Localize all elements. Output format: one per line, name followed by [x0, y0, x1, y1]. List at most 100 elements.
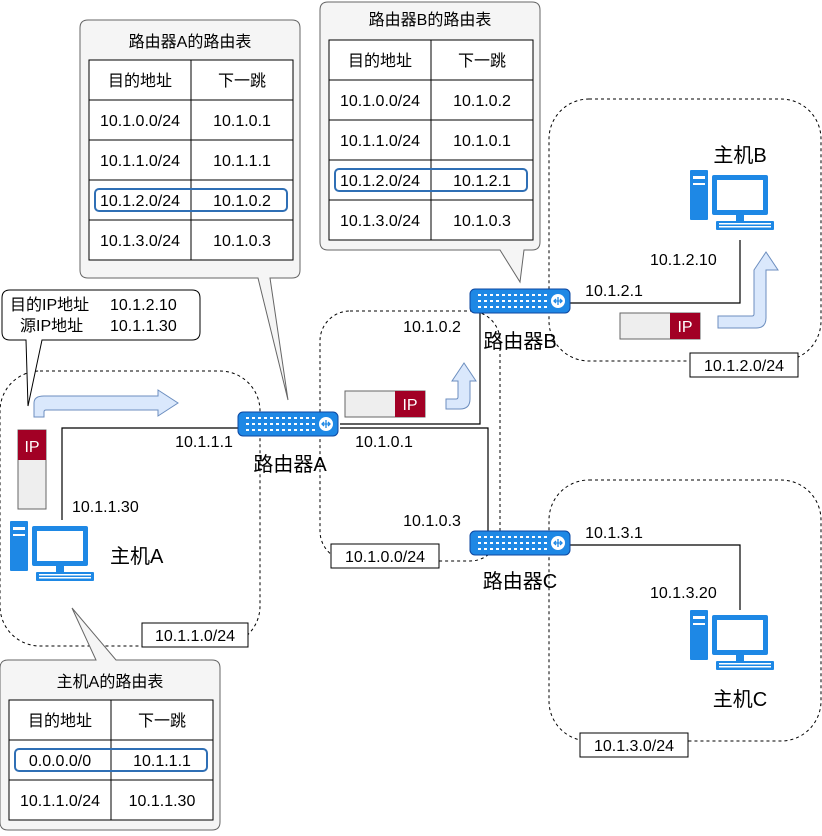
- flow-arrow-up-icon: [445, 362, 477, 410]
- router-b-ip-lan: 10.1.2.1: [585, 283, 643, 300]
- network-label-core: 10.1.0.0/24: [330, 543, 440, 569]
- svg-text:IP: IP: [677, 319, 692, 336]
- table-cell: 10.1.1.0/24: [340, 133, 420, 150]
- svg-text:IP: IP: [24, 439, 39, 456]
- svg-text:10.1.1.0/24: 10.1.1.0/24: [155, 628, 235, 645]
- table-cell: 10.1.0.3: [453, 213, 511, 230]
- svg-text:目的IP地址: 目的IP地址: [10, 296, 89, 314]
- svg-text:10.1.2.0/24: 10.1.2.0/24: [704, 358, 784, 375]
- table-cell: 10.1.1.0/24: [20, 793, 100, 810]
- highlight-route-box: [14, 748, 208, 772]
- svg-text:10.1.0.0/24: 10.1.0.0/24: [345, 549, 425, 566]
- flow-arrow-up-icon: [717, 251, 779, 329]
- table-cell: 10.1.0.0/24: [100, 113, 180, 130]
- router-b[interactable]: 路由器B: [469, 288, 571, 353]
- link-router-c-host-c: [570, 544, 741, 610]
- table-cell: 10.1.1.30: [129, 793, 196, 810]
- table-cell: 10.1.2.1: [453, 173, 511, 190]
- table-row: 10.1.1.0/24 10.1.0.1: [340, 133, 511, 150]
- router-icon: [469, 530, 571, 556]
- host-c[interactable]: 主机C: [690, 610, 774, 711]
- table-cell: 10.1.1.1: [133, 753, 191, 770]
- router-b-label: 路由器B: [483, 330, 556, 353]
- router-b-ip-core: 10.1.0.2: [403, 319, 461, 336]
- network-area-b: [548, 98, 822, 362]
- network-area-a: [0, 370, 261, 647]
- table-cell: 目的地址: [108, 72, 172, 90]
- host-b-label: 主机B: [713, 144, 766, 167]
- router-c[interactable]: 路由器C: [469, 530, 571, 593]
- table-row: 10.1.1.0/24 10.1.1.1: [100, 153, 271, 170]
- computer-icon: [10, 521, 94, 581]
- host-a-label: 主机A: [110, 545, 164, 568]
- link-host-a-router-a: [61, 427, 238, 520]
- network-label-c: 10.1.3.0/24: [579, 732, 689, 758]
- table-cell: 10.1.1.0/24: [100, 153, 180, 170]
- table-cell: 10.1.3.0/24: [340, 213, 420, 230]
- svg-text:IP: IP: [402, 397, 417, 414]
- table-row: 10.1.0.0/24 10.1.0.1: [100, 113, 271, 130]
- table-cell: 10.1.1.1: [213, 153, 271, 170]
- router-c-label: 路由器C: [483, 570, 557, 593]
- table-cell: 下一跳: [458, 52, 506, 70]
- packet-at-router-a: IP: [344, 390, 426, 418]
- link-router-a-router-b: [340, 300, 481, 425]
- table-row: 10.1.3.0/24 10.1.0.3: [340, 213, 511, 230]
- table-cell: 10.1.0.2: [213, 193, 271, 210]
- table-header-row: 目的地址 下一跳: [108, 72, 266, 90]
- table-row: 10.1.2.0/24 10.1.0.2: [100, 193, 271, 210]
- router-a[interactable]: 路由器A: [237, 411, 339, 476]
- router-a-label: 路由器A: [253, 453, 327, 476]
- router-a-ip-core: 10.1.0.1: [355, 434, 413, 451]
- table-cell: 10.1.0.2: [453, 93, 511, 110]
- table-header-row: 目的地址 下一跳: [348, 52, 506, 70]
- table-cell: 10.1.2.0/24: [100, 193, 180, 210]
- packet-header-callout: 目的IP地址 10.1.2.10 源IP地址 10.1.1.30: [1, 289, 201, 407]
- table-cell: 目的地址: [28, 712, 92, 730]
- table-cell: 10.1.3.0/24: [100, 233, 180, 250]
- table-row: 0.0.0.0/0 10.1.1.1: [29, 753, 191, 770]
- svg-text:源IP地址: 源IP地址: [20, 317, 83, 335]
- network-label-b: 10.1.2.0/24: [689, 352, 799, 378]
- packet-at-host-a: IP: [17, 429, 47, 510]
- network-label-a: 10.1.1.0/24: [141, 622, 249, 648]
- highlight-route-box: [334, 168, 528, 192]
- host-b-ip: 10.1.2.10: [650, 252, 717, 269]
- host-a[interactable]: 主机A: [10, 521, 164, 581]
- table-row: 10.1.2.0/24 10.1.2.1: [340, 173, 511, 190]
- flow-arrow-right-icon: [33, 389, 179, 418]
- table-cell: 10.1.2.0/24: [340, 173, 420, 190]
- highlight-route-box: [94, 188, 288, 212]
- svg-text:10.1.2.10: 10.1.2.10: [110, 297, 177, 314]
- router-c-ip-lan: 10.1.3.1: [585, 525, 643, 542]
- table-row: 10.1.1.0/24 10.1.1.30: [20, 793, 196, 810]
- table-cell: 下一跳: [218, 72, 266, 90]
- packet-at-router-b: IP: [619, 312, 701, 340]
- host-c-ip: 10.1.3.20: [650, 585, 717, 602]
- table-cell: 10.1.0.1: [213, 113, 271, 130]
- table-cell: 目的地址: [348, 52, 412, 70]
- table-row: 10.1.0.0/24 10.1.0.2: [340, 93, 511, 110]
- table-header-row: 目的地址 下一跳: [28, 712, 186, 730]
- host-c-label: 主机C: [713, 688, 767, 711]
- router-a-ip-lan: 10.1.1.1: [175, 434, 233, 451]
- router-c-ip-core: 10.1.0.3: [403, 513, 461, 530]
- svg-text:10.1.1.30: 10.1.1.30: [110, 318, 177, 335]
- table-cell: 10.1.0.1: [453, 133, 511, 150]
- svg-text:10.1.3.0/24: 10.1.3.0/24: [594, 738, 674, 755]
- table-cell: 下一跳: [138, 712, 186, 730]
- computer-icon: [690, 170, 774, 230]
- table-cell: 10.1.0.0/24: [340, 93, 420, 110]
- table-cell: 0.0.0.0/0: [29, 753, 91, 770]
- router-icon: [237, 411, 339, 437]
- host-b[interactable]: 主机B: [690, 144, 774, 230]
- link-router-b-host-b: [570, 240, 741, 304]
